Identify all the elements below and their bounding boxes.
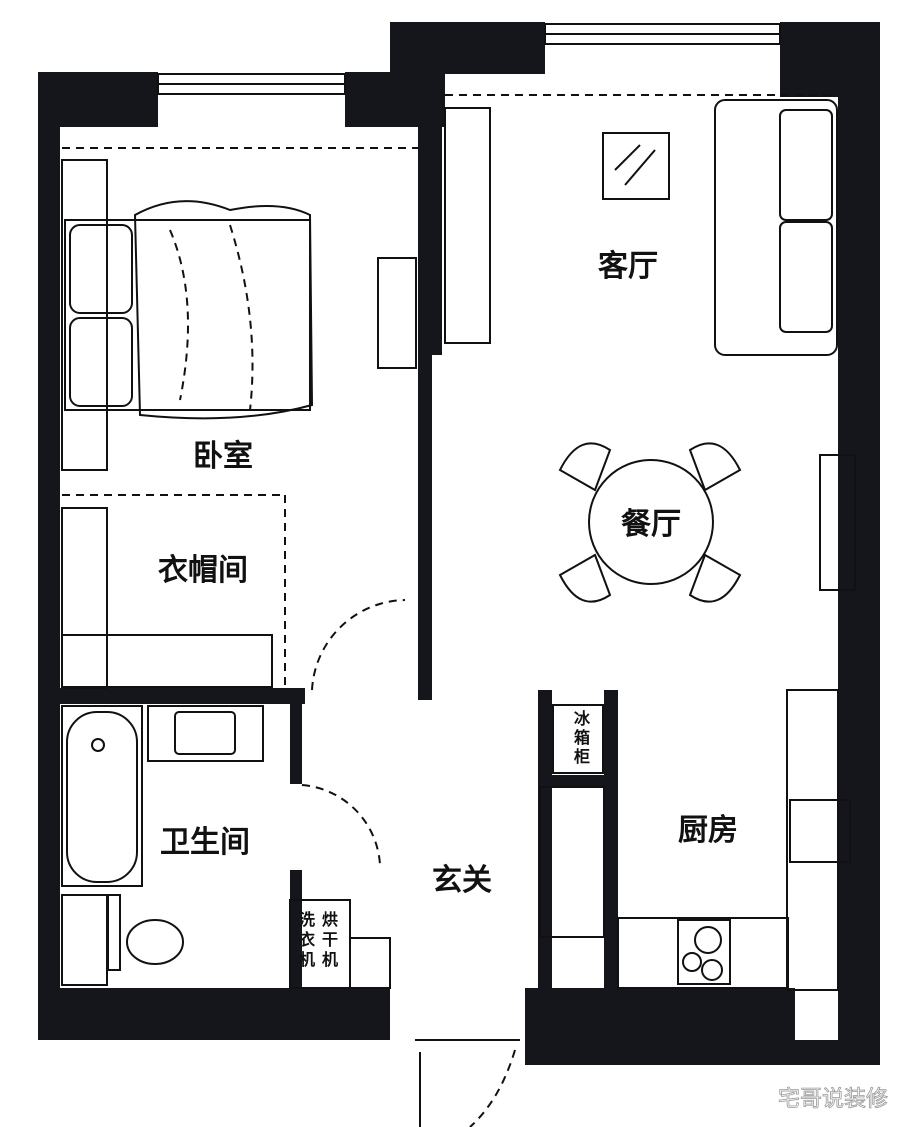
- shoe-cabinet: [349, 937, 391, 989]
- closet: [61, 494, 286, 689]
- bedroom-cabinet: [61, 159, 108, 471]
- wall-plant-shelf: [819, 454, 856, 591]
- walls: [38, 22, 880, 1065]
- svg-text:干: 干: [322, 930, 338, 949]
- label-living-room: 客厅: [598, 249, 658, 284]
- sink: [147, 705, 264, 762]
- kitchen-counter: [539, 689, 851, 991]
- bed: [64, 200, 314, 420]
- svg-text:烘: 烘: [322, 910, 338, 929]
- svg-text:衣: 衣: [299, 930, 315, 949]
- label-bedroom: 卧室: [193, 439, 253, 474]
- svg-text:冰: 冰: [574, 709, 591, 728]
- bath-cabinet: [61, 894, 108, 986]
- sofa: [714, 99, 838, 356]
- coffee-table: [602, 132, 670, 200]
- entrance-door: [415, 1039, 520, 1127]
- plant-shelf: [377, 257, 417, 369]
- toilet: [107, 894, 184, 971]
- svg-text:柜: 柜: [574, 747, 590, 766]
- label-entrance: 玄关: [432, 863, 492, 898]
- svg-text:机: 机: [299, 950, 315, 969]
- bedroom-door-swing: [311, 599, 406, 691]
- label-fridge-cabinet: 冰 箱 柜: [574, 709, 591, 766]
- fridge-cabinet: [552, 704, 604, 774]
- svg-text:洗: 洗: [299, 910, 315, 929]
- tv-cabinet: [444, 107, 491, 344]
- bathtub: [61, 705, 143, 887]
- bathroom-door-swing: [301, 784, 381, 866]
- dining-table: [558, 442, 742, 603]
- svg-text:机: 机: [322, 950, 338, 969]
- label-dryer: 烘 干 机: [322, 910, 338, 969]
- watermark: 宅哥说装修: [778, 1087, 888, 1112]
- windows: [62, 23, 838, 149]
- svg-text:箱: 箱: [574, 728, 590, 747]
- label-bathroom: 卫生间: [160, 825, 250, 860]
- label-washer: 洗 衣 机: [299, 910, 315, 969]
- label-dining-room: 餐厅: [621, 507, 681, 542]
- label-kitchen: 厨房: [678, 813, 738, 848]
- label-walk-in-closet: 衣帽间: [158, 553, 248, 588]
